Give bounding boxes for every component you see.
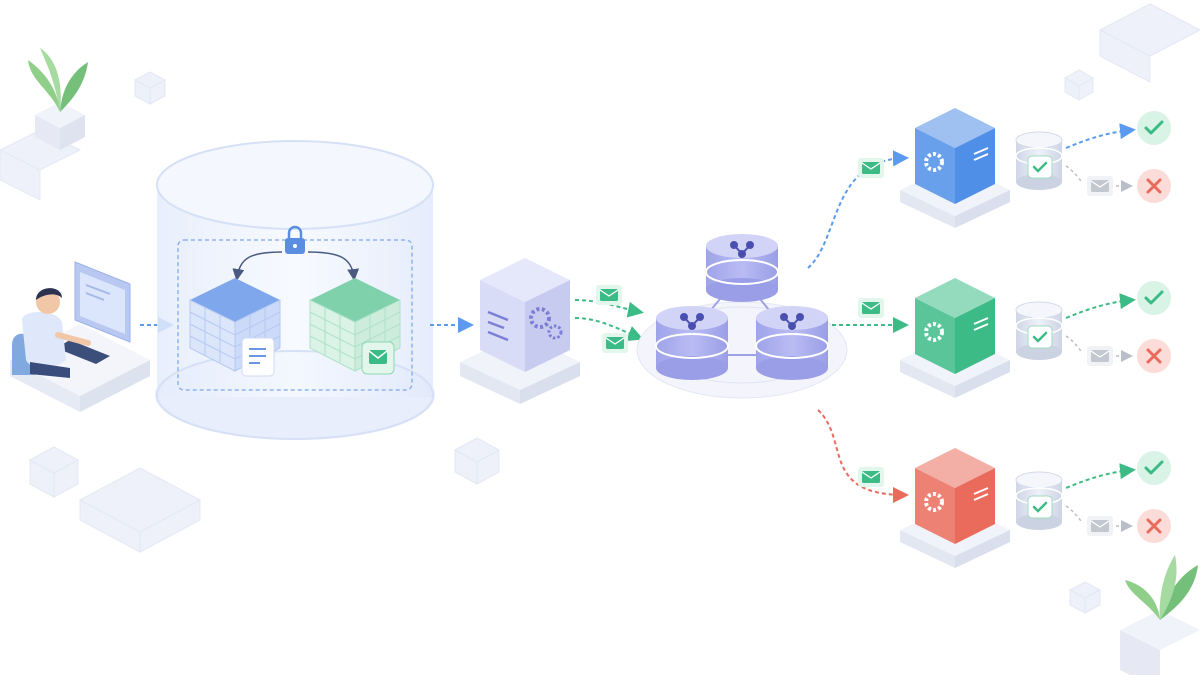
x-circle-icon [1137,339,1171,373]
database-container [155,140,435,440]
result-store-icon [1015,131,1063,190]
flow-arrow [817,409,909,503]
background-decor [0,3,1200,614]
envelope-icon [602,333,628,353]
flow-arrow [1065,335,1083,353]
flow-arrow [1065,293,1136,319]
envelope-check-icon [361,341,395,375]
envelope-icon [858,298,884,318]
flow-arrow [1065,165,1083,183]
envelope-icon [1087,176,1113,196]
broker-node [705,234,779,302]
result-store-icon [1015,471,1063,530]
service-cube-gear-icon [900,108,1010,228]
flow-arrow [807,150,909,269]
flow-arrow [1065,123,1136,149]
flow-arrow [1065,505,1083,523]
service-cube-gear-icon [900,448,1010,568]
message-broker-cluster-icon [636,234,848,399]
flow-arrow [574,317,644,341]
envelope-icon [1087,346,1113,366]
result-store-icon [1015,301,1063,360]
envelope-icon [858,158,884,178]
broker-node [755,306,829,380]
plant-icon [28,48,88,150]
x-circle-icon [1137,169,1171,203]
flow-arrow [1065,463,1136,489]
developer-at-desk-icon [10,261,150,412]
service-cube-gear-icon [900,278,1010,398]
check-circle-icon [1137,451,1171,485]
envelope-icon [596,285,622,305]
envelope-icon [1087,516,1113,536]
check-circle-icon [1137,281,1171,315]
x-circle-icon [1137,509,1171,543]
lock-icon [285,225,305,254]
broker-node [655,306,729,380]
flow-arrow [307,251,360,281]
plant-icon [1120,555,1200,675]
document-icon [241,337,275,377]
check-circle-icon [1137,111,1171,145]
envelope-icon [858,467,884,487]
flow-arrow [232,251,283,281]
server-gear-icon [460,258,580,404]
